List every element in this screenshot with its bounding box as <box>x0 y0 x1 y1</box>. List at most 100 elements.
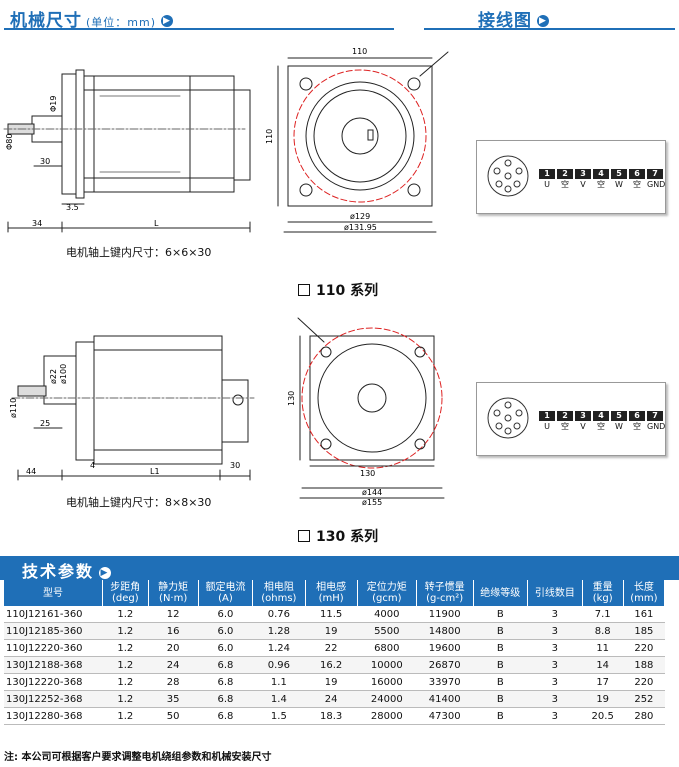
pin-label: 空 <box>561 180 569 189</box>
column-name: 步距角 <box>110 582 141 593</box>
table-cell: 10000 <box>357 656 417 674</box>
table-cell: 20 <box>148 639 199 657</box>
connector-icon <box>487 155 529 197</box>
column-unit: (gcm) <box>372 593 402 604</box>
dims-header: 机械尺寸(单位：mm)▶ <box>10 6 174 31</box>
table-cell: 33970 <box>416 673 474 691</box>
column-header: 重量(kg) <box>582 580 624 606</box>
spec-table: 型号步距角(deg)静力矩(N·m)额定电流(A)相电阻(ohms)相电感(mH… <box>4 580 666 725</box>
pin-label: W <box>615 422 623 431</box>
column-unit: (mm) <box>630 593 658 604</box>
column-name: 转子惯量 <box>424 582 465 593</box>
table-cell: 3 <box>527 622 583 640</box>
front-view-130 <box>297 317 445 499</box>
table-cell: B <box>473 606 528 623</box>
table-cell: 185 <box>623 622 665 640</box>
pin-number: 5 <box>611 169 627 179</box>
dim-length-110: L <box>154 219 159 228</box>
dims-title: 机械尺寸 <box>10 11 82 31</box>
column-name: 引线数目 <box>534 587 575 599</box>
column-name: 重量 <box>592 582 613 593</box>
column-name: 型号 <box>42 587 63 599</box>
table-cell: B <box>473 707 528 725</box>
play-arrow-icon: ▶ <box>537 15 549 27</box>
wiring-header: 接线图 ▶ <box>478 6 549 31</box>
pin-number: 2 <box>557 411 573 421</box>
pin-label: GND <box>647 422 666 431</box>
table-cell: 20.5 <box>582 707 624 725</box>
pin-number: 6 <box>629 169 645 179</box>
table-cell: 41400 <box>416 690 474 708</box>
table-cell: 3 <box>527 673 583 691</box>
pin-number: 3 <box>575 169 591 179</box>
table-cell: B <box>473 656 528 674</box>
technical-drawings: 34 L 3.5 30 Φ19 Φ80 110 110 ø129 ø131.95 <box>3 47 449 507</box>
series-label-110: 110 系列 <box>298 280 378 300</box>
table-cell: 161 <box>623 606 665 623</box>
model-cell: 110J12220-360 <box>4 639 103 657</box>
column-header: 相电感(mH) <box>305 580 358 606</box>
dim-front-len-130: 44 <box>26 467 36 476</box>
table-cell: 14800 <box>416 622 474 640</box>
dims-unit: (单位：mm) <box>86 16 157 29</box>
key-caption-130: 电机轴上键内尺寸：8×8×30 <box>66 496 212 509</box>
column-unit: (deg) <box>111 593 139 604</box>
pin-number: 4 <box>593 169 609 179</box>
series-130-text: 130 系列 <box>316 529 379 545</box>
dim-outer-130: ø155 <box>362 498 382 507</box>
table-cell: 1.2 <box>102 639 149 657</box>
checkbox-square-icon <box>298 530 310 542</box>
wiring-title: 接线图 <box>478 11 532 31</box>
side-view-110 <box>3 69 251 233</box>
table-cell: 220 <box>623 673 665 691</box>
table-cell: 28000 <box>357 707 417 725</box>
checkbox-square-icon <box>298 284 310 296</box>
table-cell: 1.2 <box>102 690 149 708</box>
table-cell: 1.2 <box>102 606 149 623</box>
dim-shaft-dia-130: ø22 <box>49 369 58 384</box>
dim-shaft-len-110: 30 <box>40 157 50 166</box>
table-cell: B <box>473 690 528 708</box>
table-cell: 14 <box>582 656 624 674</box>
table-cell: 19 <box>305 673 358 691</box>
table-cell: 4000 <box>357 606 417 623</box>
table-cell: B <box>473 673 528 691</box>
pin-label: W <box>615 180 623 189</box>
dim-circle-130: ø144 <box>362 488 382 497</box>
table-cell: 11900 <box>416 606 474 623</box>
model-cell: 130J12280-368 <box>4 707 103 725</box>
dim-outer-110: ø131.95 <box>344 223 377 232</box>
table-cell: 24 <box>148 656 199 674</box>
table-cell: 16 <box>148 622 199 640</box>
tech-header-bar: 技术参数▶ <box>0 556 679 581</box>
table-cell: 24 <box>305 690 358 708</box>
pin-number: 4 <box>593 411 609 421</box>
wiring-header-line <box>424 4 675 30</box>
dim-flange-130: 4 <box>90 461 95 470</box>
table-cell: 3 <box>527 606 583 623</box>
dim-height-130: 130 <box>287 391 296 406</box>
table-cell: 18.3 <box>305 707 358 725</box>
column-header: 静力矩(N·m) <box>148 580 199 606</box>
table-cell: 7.1 <box>582 606 624 623</box>
pin-number: 1 <box>539 411 555 421</box>
table-cell: 35 <box>148 690 199 708</box>
dim-pilot-dia-130: ø110 <box>9 398 18 418</box>
column-header: 定位力矩(gcm) <box>357 580 417 606</box>
dim-face-dia-130: ø100 <box>59 364 68 384</box>
table-cell: 24000 <box>357 690 417 708</box>
table-cell: 1.28 <box>252 622 306 640</box>
column-header: 绝缘等级 <box>473 580 529 606</box>
series-110-text: 110 系列 <box>316 283 379 299</box>
table-cell: B <box>473 622 528 640</box>
table-cell: 19600 <box>416 639 474 657</box>
pin-number: 7 <box>647 411 663 421</box>
table-cell: 6800 <box>357 639 417 657</box>
column-name: 静力矩 <box>158 582 189 593</box>
